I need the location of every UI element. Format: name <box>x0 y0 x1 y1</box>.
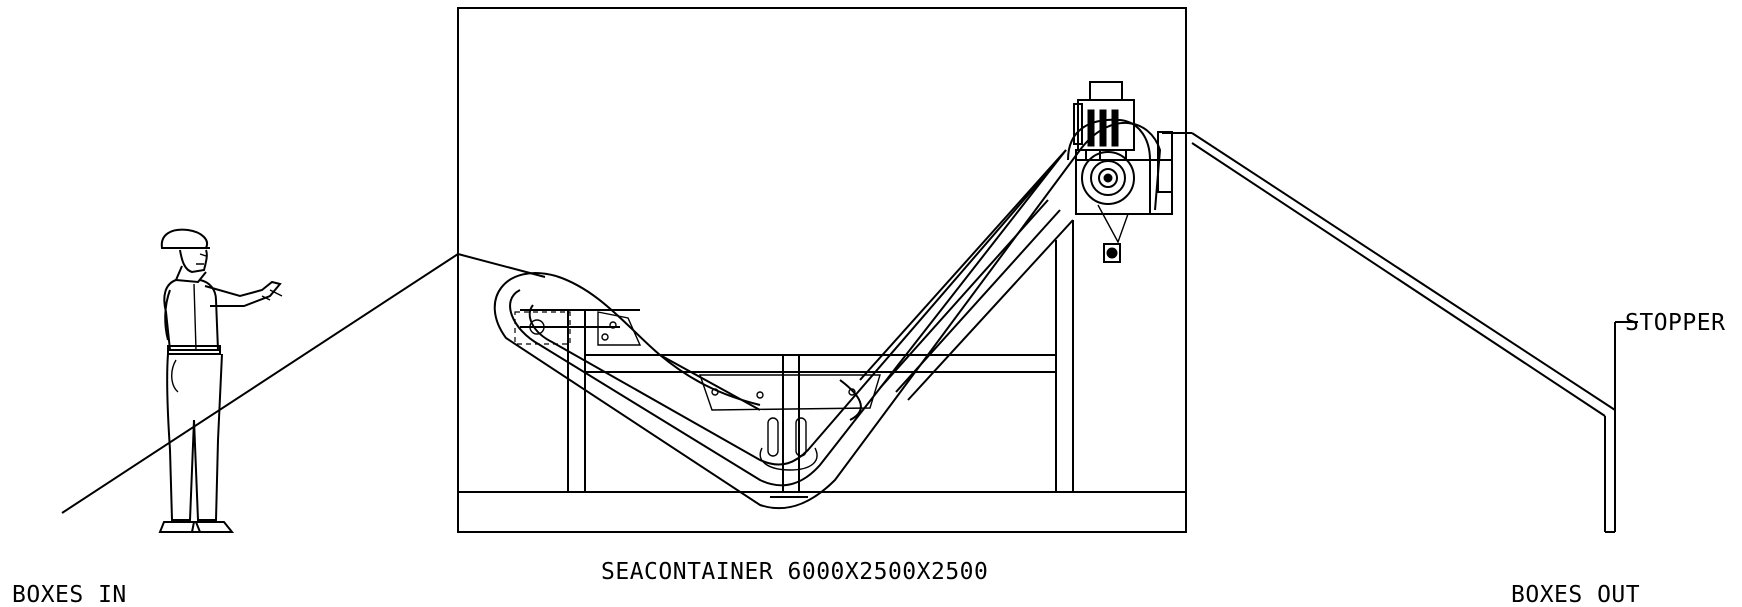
container-label: SEACONTAINER 6000X2500X2500 <box>601 559 988 585</box>
stopper-leader <box>1614 321 1638 410</box>
boxes-out-label: BOXES OUT <box>1511 582 1640 607</box>
boxes-in-label: BOXES IN <box>12 582 127 607</box>
conveyor-frame <box>520 220 1074 492</box>
stopper-label: STOPPER <box>1625 310 1725 336</box>
conveyor-belt <box>493 122 1162 510</box>
outfeed-chute <box>1162 132 1616 533</box>
infeed-chute <box>61 253 546 514</box>
drive-motor <box>1067 81 1173 263</box>
operator-figure <box>158 228 283 533</box>
